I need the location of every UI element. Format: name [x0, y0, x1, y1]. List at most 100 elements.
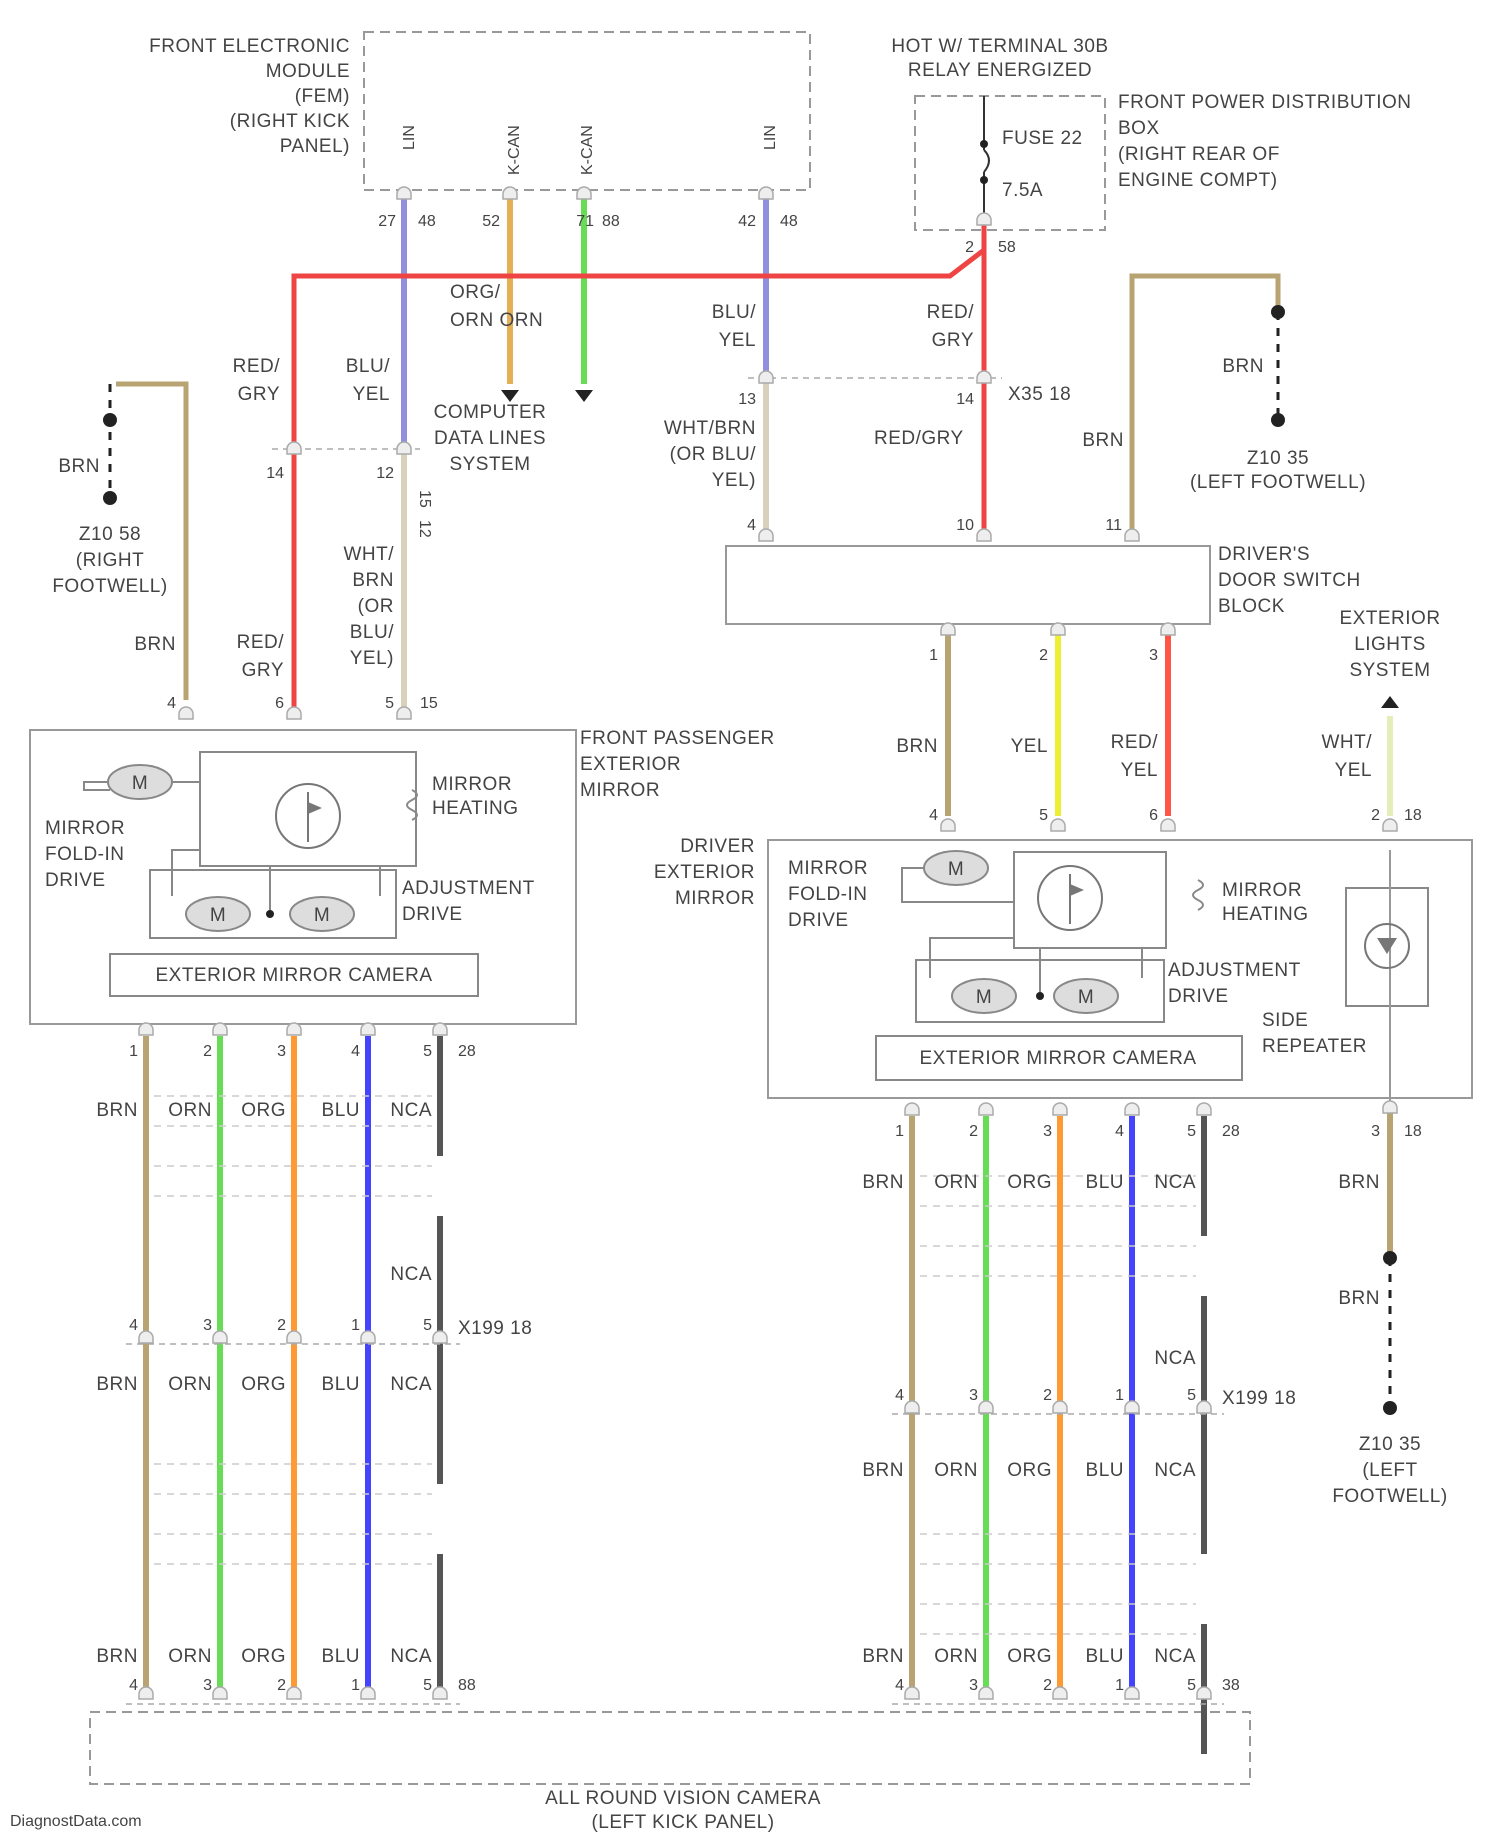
label-brn-repeater-1: BRN	[1338, 1172, 1380, 1193]
connector-pin	[139, 1687, 153, 1699]
driver-label-brn-1: BRN	[862, 1172, 904, 1193]
passenger-arvc-connector-id: 88	[458, 1677, 476, 1694]
fuse-dot-2	[980, 176, 988, 184]
passenger-label-blu-1: BLU	[322, 1100, 360, 1121]
driver-x199-label: X199 18	[1222, 1388, 1296, 1409]
passenger-label-org-2: ORG	[241, 1374, 286, 1395]
driver-label-orn-2: ORN	[934, 1460, 978, 1481]
fuse-22-icon	[984, 150, 989, 172]
arvc-label: ALL ROUND VISION CAMERA(LEFT KICK PANEL)	[545, 1788, 821, 1833]
label-brn-passenger-4: BRN	[134, 634, 176, 655]
label-brn-passenger-ground: BRN	[58, 456, 100, 477]
pin-58: 58	[998, 239, 1016, 256]
connector-pin	[977, 529, 991, 541]
passenger-camera-pin: 1	[129, 1043, 138, 1060]
connector-pin	[1125, 529, 1139, 541]
connector-pin	[139, 1023, 153, 1035]
driver-fold-in-label: MIRRORFOLD-INDRIVE	[788, 858, 868, 931]
connector-pin	[1197, 1401, 1211, 1413]
connector-pin	[577, 187, 591, 199]
passenger-camera-connector-id: 28	[458, 1043, 476, 1060]
pin-2-repeater: 2	[1371, 807, 1380, 824]
passenger-label-nca-2: NCA	[390, 1374, 432, 1395]
label-red-yel-dsb-out: RED/YEL	[1111, 732, 1159, 781]
motor-glyph: M	[314, 905, 330, 926]
pin-4-passenger: 4	[167, 695, 176, 712]
connector-pin	[179, 707, 193, 719]
driver-label-brn-3: BRN	[862, 1646, 904, 1667]
label-yel-dsb-out: YEL	[1011, 736, 1048, 757]
passenger-x199-pin: 2	[277, 1317, 286, 1334]
ground-dot-driver	[1271, 413, 1285, 427]
connector-pin	[759, 371, 773, 383]
driver-arvc-pin: 2	[1043, 1677, 1052, 1694]
driver-label-nca-mid: NCA	[1154, 1348, 1196, 1369]
connector-pin	[433, 1687, 447, 1699]
passenger-fold-in-label: MIRRORFOLD-INDRIVE	[45, 818, 125, 891]
passenger-camera-label: EXTERIOR MIRROR CAMERA	[155, 965, 432, 986]
pin-5-driver-mirror: 5	[1039, 807, 1048, 824]
label-wht-yel: WHT/YEL	[1321, 732, 1372, 781]
driver-x199-pin: 4	[895, 1387, 904, 1404]
driver-camera-pin: 5	[1187, 1123, 1196, 1140]
passenger-label-orn-1: ORN	[168, 1100, 212, 1121]
connector-pin	[139, 1331, 153, 1343]
x35-label: X35 18	[1008, 384, 1071, 405]
connector-pin	[213, 1331, 227, 1343]
pin-18-repeater: 18	[1404, 807, 1422, 824]
ground-dot-repeater-mid	[1383, 1251, 1397, 1265]
motor-glyph: M	[976, 987, 992, 1008]
connector-pin	[1053, 1103, 1067, 1115]
connector-pin	[1197, 1687, 1211, 1699]
connector-pin	[287, 1331, 301, 1343]
passenger-label-nca-mid: NCA	[390, 1264, 432, 1285]
connector-pin	[905, 1687, 919, 1699]
pin-18-repeater-low: 18	[1404, 1123, 1422, 1140]
connector-pin	[941, 819, 955, 831]
mirror-pivot-icon	[1070, 884, 1084, 896]
fuse-22-label: FUSE 22	[1002, 128, 1083, 149]
connector-pin	[397, 707, 411, 719]
pin-42: 42	[738, 213, 756, 230]
driver-camera-pin: 1	[895, 1123, 904, 1140]
motor-glyph: M	[132, 773, 148, 794]
label-red-gry-inline: RED/GRY	[874, 428, 964, 449]
front-power-distribution-box	[915, 96, 1105, 230]
connector-pin	[1125, 1103, 1139, 1115]
passenger-camera-pin: 3	[277, 1043, 286, 1060]
passenger-label-nca-3: NCA	[390, 1646, 432, 1667]
label-brn-dsb-11: BRN	[1082, 430, 1124, 451]
passenger-fold-in-wire	[84, 782, 110, 790]
z10-left-bottom-label: Z10 35(LEFTFOOTWELL)	[1332, 1434, 1447, 1507]
passenger-adjustment-drive-box	[150, 870, 396, 938]
all-round-vision-camera-box	[90, 1712, 1250, 1784]
pin-52: 52	[482, 213, 500, 230]
cdl-arrow-1	[501, 390, 519, 402]
label-brn-driver-ground: BRN	[1222, 356, 1264, 377]
passenger-label-brn-2: BRN	[96, 1374, 138, 1395]
connector-pin	[1161, 623, 1175, 635]
connector-pin	[213, 1687, 227, 1699]
connector-pin	[397, 442, 411, 454]
connector-pin	[1053, 1687, 1067, 1699]
connector-pin	[1053, 1401, 1067, 1413]
fem-pin-kcan-high: K-CAN	[579, 125, 596, 175]
driver-label-org-1: ORG	[1007, 1172, 1052, 1193]
connector-pin	[503, 187, 517, 199]
driver-adjustment-wire	[930, 938, 1014, 978]
connector-pin	[1125, 1687, 1139, 1699]
label-org-orn: ORG/ORN ORN	[450, 282, 543, 331]
driver-arvc-pin: 4	[895, 1677, 904, 1694]
passenger-x199-pin: 4	[129, 1317, 138, 1334]
driver-adjustment-label: ADJUSTMENTDRIVE	[1168, 960, 1301, 1007]
drivers-door-switch-block	[726, 546, 1210, 624]
passenger-arvc-pin: 2	[277, 1677, 286, 1694]
driver-arvc-pin: 3	[969, 1677, 978, 1694]
driver-label-blu-2: BLU	[1086, 1460, 1124, 1481]
lamp-diode-icon	[1377, 938, 1397, 954]
passenger-mirror-label: FRONT PASSENGEREXTERIORMIRROR	[580, 728, 775, 801]
